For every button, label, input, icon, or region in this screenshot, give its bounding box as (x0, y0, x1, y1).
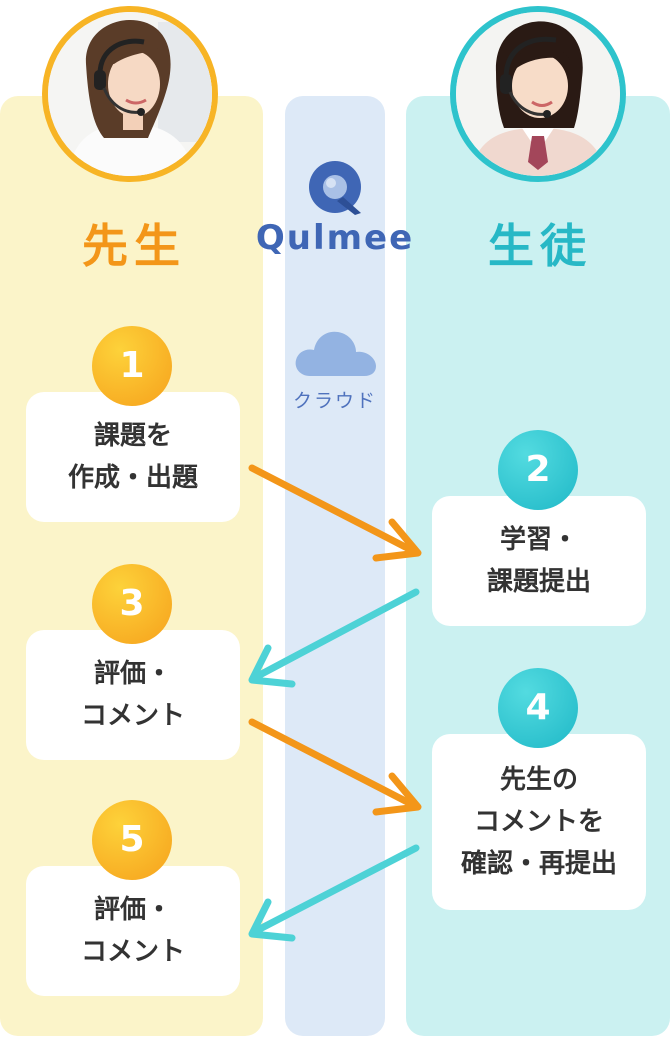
qulmee-logo-icon (309, 161, 361, 215)
teacher-avatar (42, 6, 218, 182)
qulmee-logo-text: Qulmee (255, 218, 415, 258)
cloud-label: クラウド (292, 390, 377, 412)
teacher-title: 先生 (82, 219, 186, 273)
student-title: 生徒 (488, 219, 592, 273)
cloud-icon (295, 331, 376, 376)
step-1-badge: 1 (92, 326, 172, 406)
step-2-badge: 2 (498, 430, 578, 510)
step-5-card: 評価・ コメント (26, 866, 240, 996)
step-3-card: 評価・ コメント (26, 630, 240, 760)
student-avatar (450, 6, 626, 182)
step-3-badge: 3 (92, 564, 172, 644)
step-4-badge: 4 (498, 668, 578, 748)
step-5-badge: 5 (92, 800, 172, 880)
step-2-card: 学習・ 課題提出 (432, 496, 646, 626)
teacher-person-icon (48, 12, 212, 176)
step-4-card: 先生の コメントを 確認・再提出 (432, 734, 646, 910)
student-person-icon (456, 12, 620, 176)
step-1-card: 課題を 作成・出題 (26, 392, 240, 522)
